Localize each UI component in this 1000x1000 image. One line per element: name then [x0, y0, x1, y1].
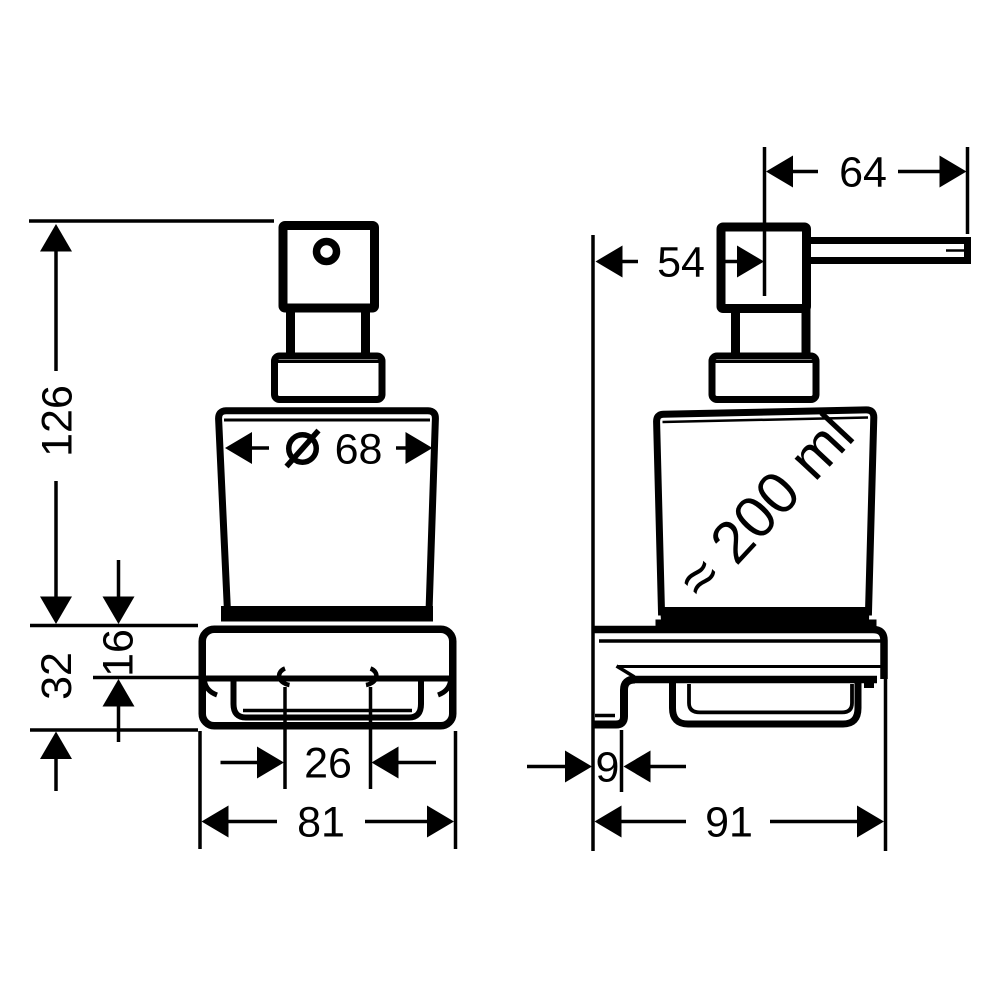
svg-text:54: 54: [657, 239, 705, 287]
svg-text:126: 126: [34, 385, 82, 457]
svg-text:68: 68: [335, 426, 383, 474]
svg-text:64: 64: [839, 149, 887, 197]
svg-text:81: 81: [297, 799, 345, 847]
svg-text:9: 9: [596, 744, 620, 792]
svg-text:32: 32: [33, 652, 81, 700]
svg-text:91: 91: [705, 799, 753, 847]
svg-text:26: 26: [304, 740, 352, 788]
svg-text:16: 16: [95, 629, 143, 677]
